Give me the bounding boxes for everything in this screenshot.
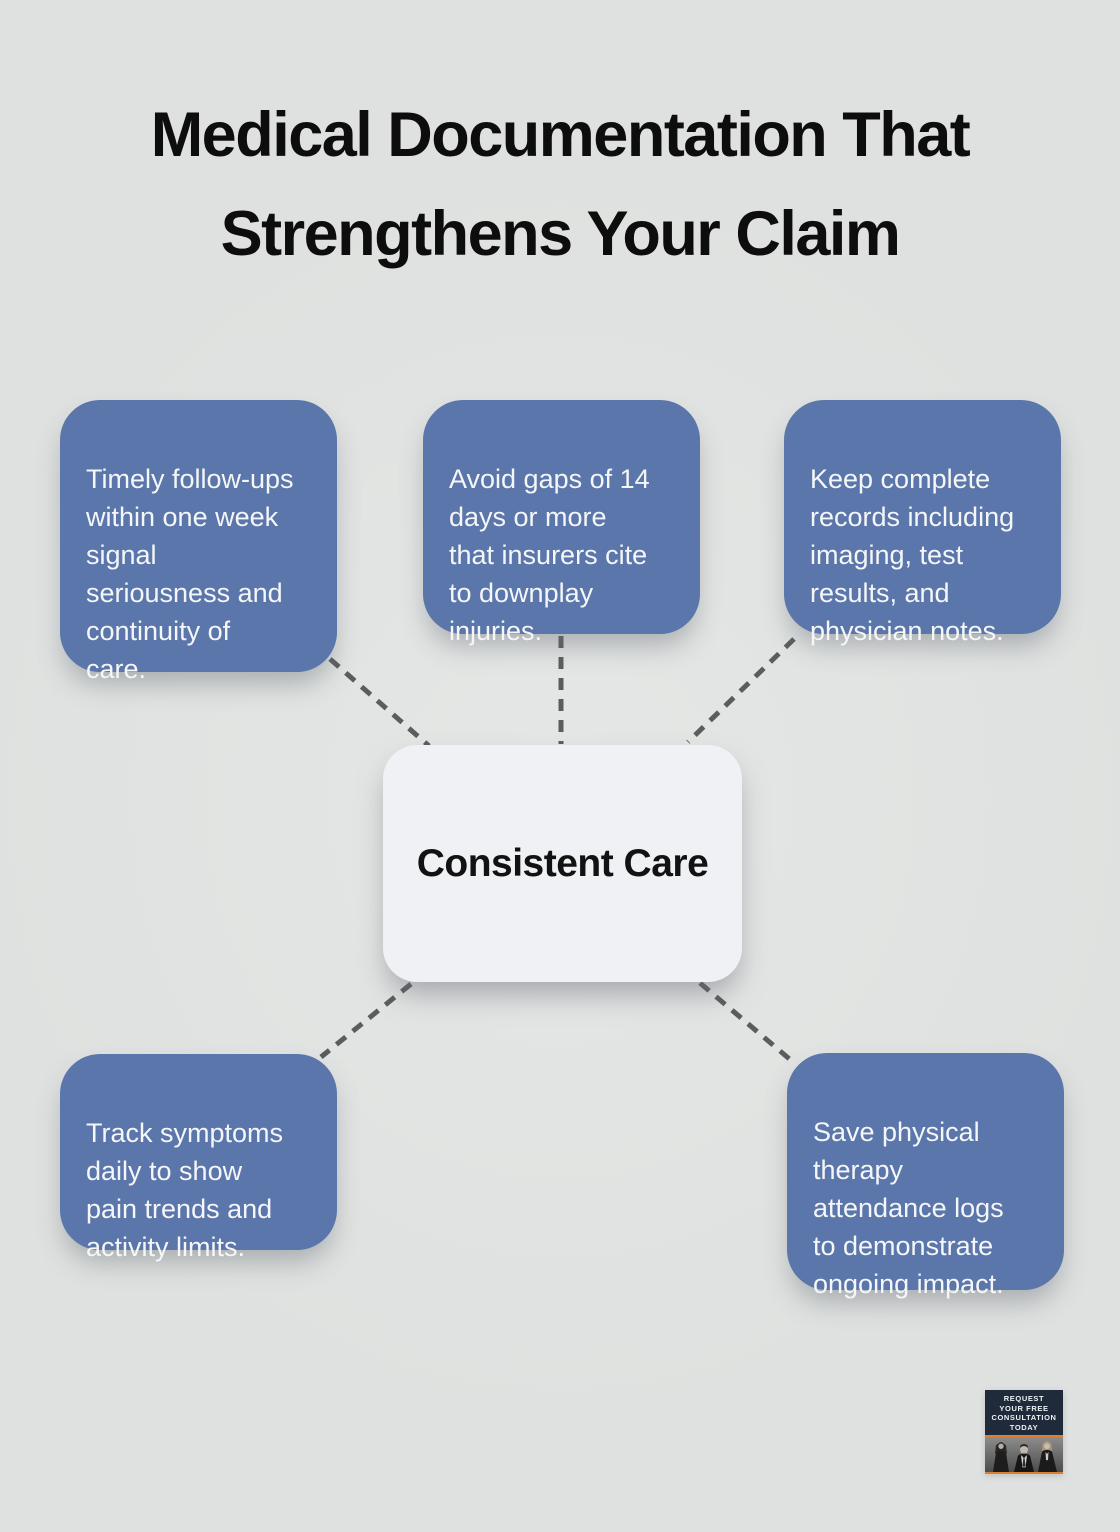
node-bottom-right-text: Save physical therapy attendance logs to… (813, 1117, 1004, 1299)
connector-bottom-right (698, 981, 795, 1064)
page-title-line2: Strengthens Your Claim (220, 199, 901, 269)
attorneys-photo (985, 1437, 1063, 1472)
connector-top-right (686, 637, 796, 744)
connector-top-left (328, 657, 431, 748)
consultation-cta-text: REQUEST YOUR FREE CONSULTATION TODAY (985, 1390, 1063, 1435)
node-top-middle: Avoid gaps of 14 days or more that insur… (423, 400, 700, 646)
node-bottom-right: Save physical therapy attendance logs to… (787, 1053, 1064, 1299)
node-top-right: Keep complete records including imaging,… (784, 400, 1061, 646)
connector-bottom-left (319, 982, 413, 1059)
consultation-cta-badge[interactable]: REQUEST YOUR FREE CONSULTATION TODAY (985, 1390, 1063, 1474)
node-bottom-left: Track symptoms daily to show pain trends… (60, 1054, 337, 1262)
node-top-right-text: Keep complete records including imaging,… (810, 464, 1015, 646)
node-top-middle-text: Avoid gaps of 14 days or more that insur… (449, 464, 650, 646)
node-top-left-text: Timely follow-ups within one week signal… (86, 464, 294, 684)
node-bottom-left-text: Track symptoms daily to show pain trends… (86, 1118, 284, 1262)
node-top-left: Timely follow-ups within one week signal… (60, 400, 337, 684)
center-node: Consistent Care (383, 745, 742, 982)
badge-divider-top (985, 1435, 1063, 1437)
badge-divider-bottom (985, 1472, 1063, 1474)
page-title-line1: Medical Documentation That (150, 100, 971, 170)
center-node-label: Consistent Care (416, 841, 709, 885)
